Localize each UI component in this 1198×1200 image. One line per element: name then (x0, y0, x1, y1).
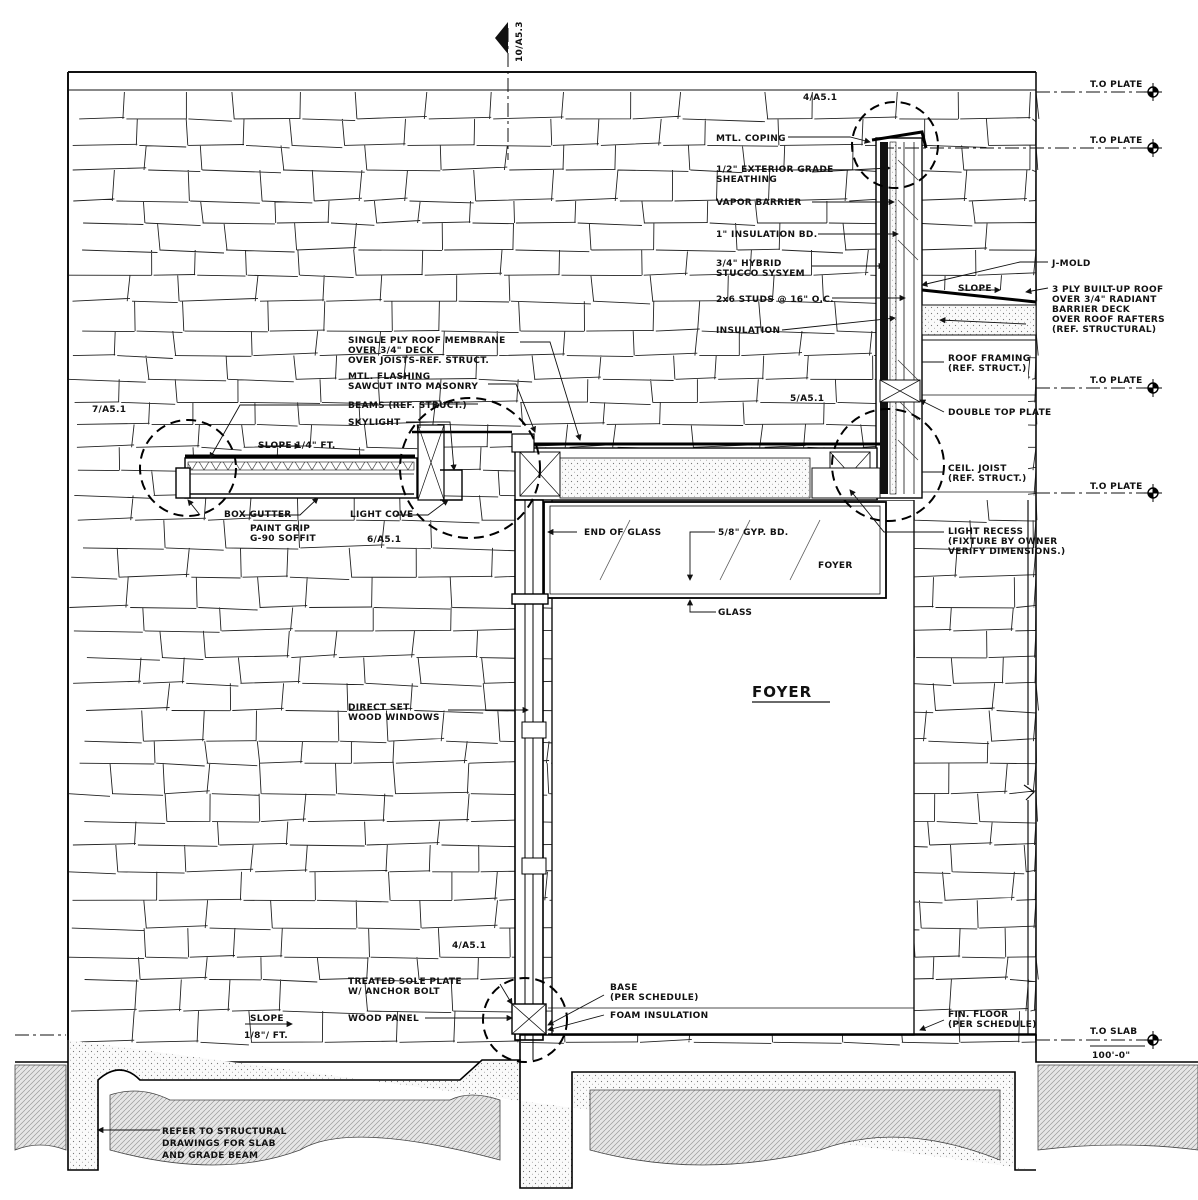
note-wood-panel: WOOD PANEL (348, 1014, 419, 1024)
note-sheathing-2: SHEATHING (716, 175, 777, 185)
level-to-slab-elevation: 100'-0" (1092, 1051, 1130, 1061)
level-datums (15, 91, 1150, 1047)
note-light-recess-2: (FIXTURE BY OWNER (948, 537, 1058, 547)
level-symbol (1144, 83, 1162, 101)
note-wood-windows-2: WOOD WINDOWS (348, 713, 440, 723)
note-roof-membrane-3: OVER JOISTS-REF. STRUCT. (348, 356, 489, 366)
light-recess (811, 467, 881, 499)
note-base-1: BASE (610, 983, 638, 993)
note-sole-plate-1: TREATED SOLE PLATE (348, 977, 462, 987)
callout-circle-base (482, 977, 568, 1063)
note-wood-windows-1: DIRECT SET (348, 703, 410, 713)
level-symbol (1144, 484, 1162, 502)
note-light-cove: LIGHT COVE (350, 510, 413, 520)
foundation (14, 1034, 1198, 1189)
callout-5-a5-1: 5/A5.1 (790, 394, 824, 404)
section-marker-label: 10/A5.3 (515, 21, 525, 62)
note-builtup-roof-2: OVER 3/4" RADIANT (1052, 295, 1157, 305)
parapet-wall (871, 130, 928, 499)
note-glass: GLASS (718, 608, 752, 618)
level-to-plate-4: T.O PLATE (1090, 482, 1143, 492)
level-symbol (1144, 1031, 1162, 1049)
note-studs: 2x6 STUDS @ 16" O.C. (716, 295, 834, 305)
note-stucco-2: STUCCO SYSYEM (716, 269, 805, 279)
finish-floor (548, 1007, 1036, 1035)
level-symbol (1144, 139, 1162, 157)
level-to-plate-3: T.O PLATE (1090, 376, 1143, 386)
note-slope-roof: SLOPE (958, 284, 992, 294)
note-sheathing-1: 1/2" EXTERIOR GRADE (716, 165, 834, 175)
metal-coping (871, 130, 928, 149)
note-double-top-plate: DOUBLE TOP PLATE (948, 408, 1052, 418)
note-foam-insulation: FOAM INSULATION (610, 1011, 708, 1021)
level-to-slab: T.O SLAB (1090, 1027, 1137, 1037)
note-beams: BEAMS (REF. STRUCT.) (348, 401, 467, 411)
interior-wall-line (1023, 500, 1035, 1035)
note-slope-exterior-2: 1/8"/ FT. (244, 1031, 288, 1041)
note-insulation-board: 1" INSULATION BD. (716, 230, 817, 240)
detail-callout-circles (139, 101, 945, 1063)
left-canopy (175, 424, 512, 501)
level-to-plate-2: T.O PLATE (1090, 136, 1143, 146)
section-center-line (495, 22, 509, 160)
note-builtup-roof-4: OVER ROOF RAFTERS (1052, 315, 1165, 325)
clerestory-glass (543, 501, 887, 599)
note-ceiling-joist-1: CEIL. JOIST (948, 464, 1007, 474)
level-to-plate-1: T.O PLATE (1090, 80, 1143, 90)
note-structural-2: DRAWINGS FOR SLAB (162, 1139, 276, 1149)
note-light-recess-3: VERIFY DIMENSIONS.) (948, 547, 1065, 557)
note-builtup-roof-1: 3 PLY BUILT-UP ROOF (1052, 285, 1163, 295)
note-j-mold: J-MOLD (1051, 259, 1091, 269)
window-wall (511, 499, 549, 1041)
foyer-roof (511, 433, 881, 501)
leader-lines (97, 136, 1049, 1134)
note-slope-canopy: SLOPE 1/4" FT. (258, 441, 336, 451)
room-name-foyer: FOYER (752, 683, 812, 701)
wall-outline (67, 71, 1037, 1040)
note-flashing-2: SAWCUT INTO MASONRY (348, 382, 478, 392)
note-fin-floor-2: (PER SCHEDULE) (948, 1020, 1037, 1030)
note-metal-coping: MTL. COPING (716, 134, 786, 144)
note-foyer-centerline: FOYER (818, 561, 853, 571)
callout-circle-roof-edge (831, 408, 945, 522)
note-stucco-1: 3/4" HYBRID (716, 259, 782, 269)
note-box-gutter: BOX GUTTER (224, 510, 292, 520)
note-skylight: SKYLIGHT (348, 418, 401, 428)
callout-circle-skylight (399, 397, 541, 539)
note-insulation: INSULATION (716, 326, 780, 336)
note-builtup-roof-3: BARRIER DECK (1052, 305, 1131, 315)
callout-7-a5-1: 7/A5.1 (92, 405, 126, 415)
note-builtup-roof-5: (REF. STRUCTURAL) (1052, 325, 1156, 335)
level-symbol (1144, 379, 1162, 397)
callout-circle-parapet (851, 101, 939, 189)
note-soffit-2: G-90 SOFFIT (250, 534, 317, 544)
box-gutter (175, 467, 191, 499)
note-roof-framing-2: (REF. STRUCT.) (948, 364, 1027, 374)
note-fin-floor-1: FIN. FLOOR (948, 1010, 1008, 1020)
callout-4-a5-1-top: 4/A5.1 (803, 93, 837, 103)
note-roof-membrane-1: SINGLE PLY ROOF MEMBRANE (348, 336, 506, 346)
note-end-of-glass: END OF GLASS (584, 528, 661, 538)
note-slope-exterior-1: SLOPE (250, 1014, 284, 1024)
callout-4-a5-1-base: 4/A5.1 (452, 941, 486, 951)
note-gyp-board: 5/8" GYP. BD. (718, 528, 789, 538)
note-base-2: (PER SCHEDULE) (610, 993, 699, 1003)
note-structural-1: REFER TO STRUCTURAL (162, 1127, 287, 1137)
note-sole-plate-2: W/ ANCHOR BOLT (348, 987, 440, 997)
note-structural-3: AND GRADE BEAM (162, 1151, 258, 1161)
note-flashing-1: MTL. FLASHING (348, 372, 430, 382)
note-ceiling-joist-2: (REF. STRUCT.) (948, 474, 1027, 484)
callout-6-a5-1: 6/A5.1 (367, 535, 401, 545)
note-vapor-barrier: VAPOR BARRIER (716, 198, 802, 208)
note-light-recess-1: LIGHT RECESS (948, 527, 1023, 537)
note-roof-framing-1: ROOF FRAMING (948, 354, 1030, 364)
callout-circle-canopy (139, 419, 237, 517)
note-roof-membrane-2: OVER 3/4" DECK (348, 346, 434, 356)
level-symbols (1144, 83, 1162, 1049)
note-soffit-1: PAINT GRIP (250, 524, 310, 534)
